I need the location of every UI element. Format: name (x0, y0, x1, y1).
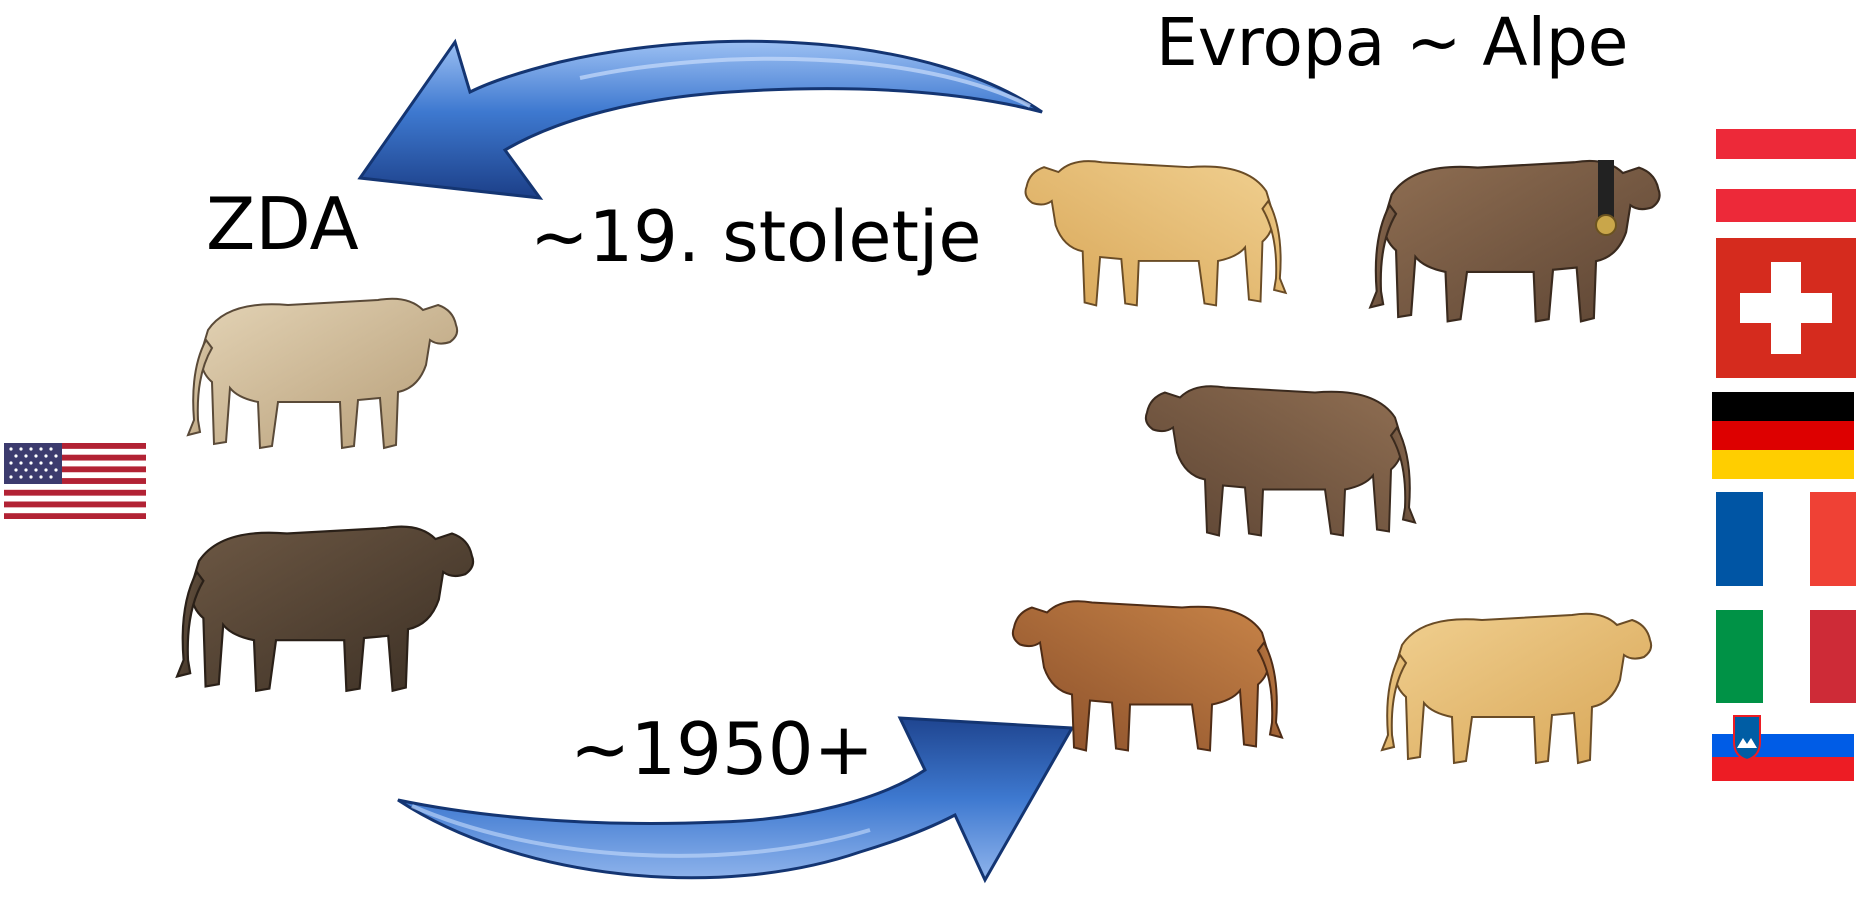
france-flag-icon (1716, 492, 1856, 586)
period-1950-label: ~1950+ (570, 707, 874, 791)
period-19th-century-label: ~19. stoletje (530, 196, 981, 278)
europe-cow-1 (1025, 161, 1285, 305)
usa-bull (177, 527, 473, 691)
italy-flag-icon (1716, 610, 1856, 703)
europe-alps-label: Evropa ~ Alpe (1156, 4, 1628, 81)
europe-cow-4 (1382, 614, 1651, 763)
usa-cow-1 (188, 299, 457, 448)
usa-label: ZDA (206, 182, 359, 266)
arrow-europe-to-usa (360, 41, 1042, 198)
europe-bull (1146, 386, 1415, 535)
slovenia-flag-icon (1712, 708, 1854, 781)
austria-flag-icon (1716, 129, 1856, 222)
germany-flag-icon (1712, 392, 1854, 479)
switzerland-flag-icon (1716, 238, 1856, 378)
usa-flag-icon (4, 443, 146, 519)
europe-cow-2 (1370, 160, 1659, 321)
